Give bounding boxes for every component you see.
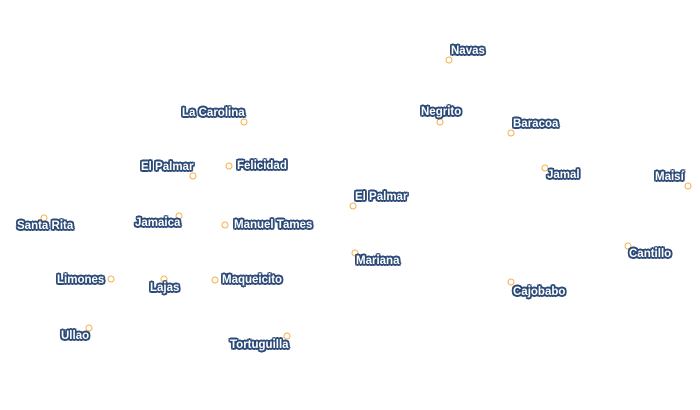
place-marker (351, 249, 359, 257)
place-marker (283, 332, 291, 340)
place-label: Limones (57, 274, 105, 286)
place-label: La Carolina (182, 107, 245, 119)
place-marker (240, 118, 248, 126)
place-marker (160, 275, 168, 283)
place-marker (221, 221, 229, 229)
place-marker (436, 118, 444, 126)
place-label: El Palmar (355, 191, 408, 203)
place-label: Ullao (61, 330, 90, 342)
place-marker (107, 275, 115, 283)
place-label: Navas (451, 45, 485, 57)
place-marker (40, 214, 48, 222)
place-label: El Palmar (141, 161, 194, 173)
place-marker (507, 278, 515, 286)
place-marker (507, 129, 515, 137)
place-label: Lajas (150, 282, 180, 294)
place-label: Mariana (356, 255, 400, 267)
place-label: Cantillo (629, 248, 672, 260)
place-marker (349, 202, 357, 210)
place-label: Maqueicito (222, 274, 283, 286)
place-label: Jamaica (135, 217, 181, 229)
place-marker (175, 212, 183, 220)
place-marker (684, 182, 692, 190)
place-label: Felicidad (237, 160, 287, 172)
place-label: Tortuguilla (230, 339, 289, 351)
place-label: Negrito (421, 106, 462, 118)
place-marker (189, 172, 197, 180)
place-marker (624, 242, 632, 250)
place-marker (445, 56, 453, 64)
place-marker (225, 162, 233, 170)
place-label: Maisí (655, 171, 684, 183)
place-marker (85, 324, 93, 332)
place-label: Baracoa (513, 118, 559, 130)
place-label: Santa Rita (17, 220, 74, 232)
place-marker (211, 276, 219, 284)
place-label: Manuel Tames (234, 219, 313, 231)
place-marker (541, 164, 549, 172)
place-label: Cajobabo (513, 286, 566, 298)
place-label: Jamal (547, 169, 580, 181)
